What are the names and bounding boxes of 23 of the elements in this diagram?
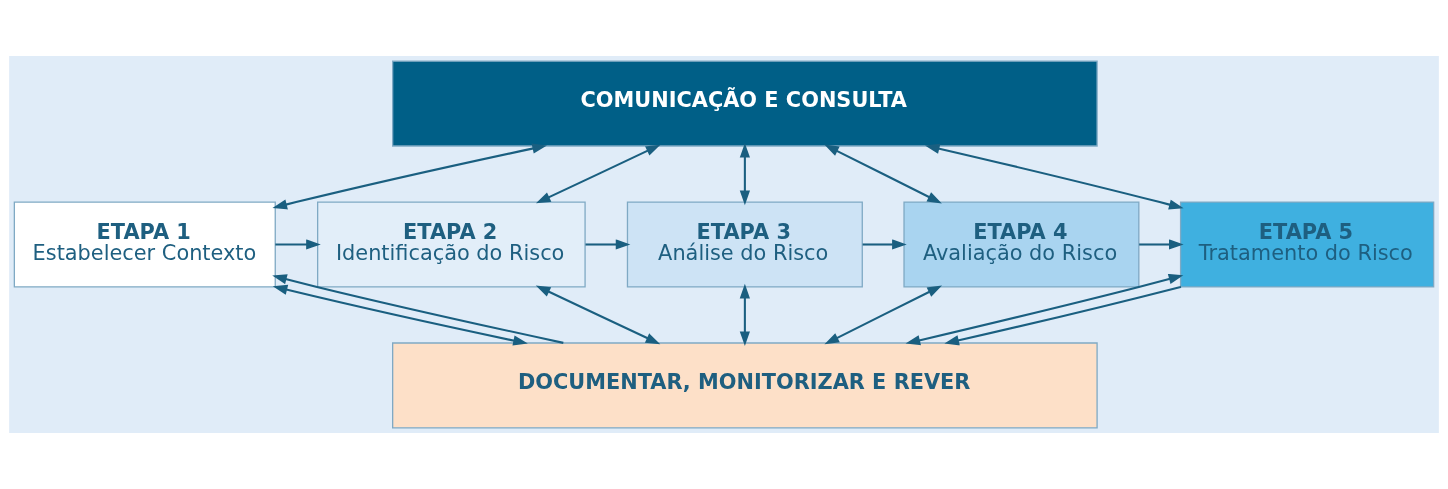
arrow <box>585 239 631 250</box>
node-box: ETAPA 1 Estabelecer Contexto <box>13 201 276 288</box>
node-box: DOCUMENTAR, MONITORIZAR E REVER <box>392 342 1098 429</box>
arrow <box>535 285 661 345</box>
node-box: ETAPA 3 Análise do Risco <box>626 201 863 288</box>
arrow <box>1139 239 1184 250</box>
arrow <box>862 239 907 250</box>
arrow <box>739 283 750 347</box>
arrow <box>905 273 1184 346</box>
node-box: ETAPA 5 Tratamento do Risco <box>1179 201 1435 288</box>
arrow <box>824 144 942 204</box>
node-box: COMUNICAÇÃO E CONSULTA <box>392 60 1098 147</box>
arrow <box>535 144 661 204</box>
arrow <box>272 143 547 210</box>
arrow <box>272 284 528 346</box>
arrow <box>275 239 321 250</box>
node-box: ETAPA 4 Avaliação do Risco <box>903 201 1140 288</box>
arrow <box>739 142 750 206</box>
node-box: ETAPA 2 Identificação do Risco <box>317 201 586 288</box>
arrow <box>272 274 564 344</box>
arrow <box>824 285 943 345</box>
arrow <box>944 285 1182 346</box>
arrow <box>924 143 1184 210</box>
